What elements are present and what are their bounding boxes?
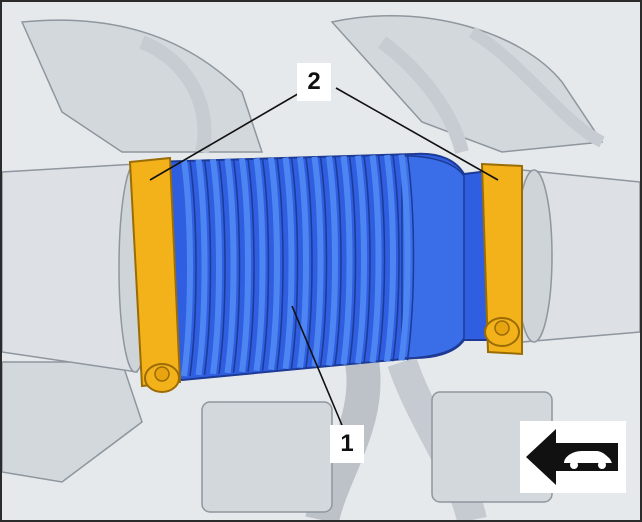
hose-rib-shadow — [363, 155, 371, 364]
leader-line-clamp-right — [335, 87, 499, 181]
hose-rib — [224, 158, 237, 374]
hose-rib — [195, 159, 208, 376]
hose-rib-shadow — [290, 157, 299, 369]
hose-rib — [282, 157, 295, 370]
hose-rib-shadow — [261, 158, 270, 371]
hose-rib-shadow — [276, 157, 284, 370]
hose-clamp-left — [128, 156, 182, 393]
hose-rib — [398, 154, 411, 361]
hose-rib — [239, 158, 251, 373]
hose-rib-shadow — [232, 158, 241, 373]
hose-rib — [326, 156, 338, 366]
callout-clamps: 2 — [297, 63, 331, 101]
hose-rib — [355, 155, 367, 364]
hose-clamp-right — [480, 162, 523, 356]
hose-rib — [181, 159, 193, 377]
intake-hose — [151, 152, 498, 382]
leader-line-hose — [291, 305, 345, 431]
hose-rib-shadow — [348, 156, 357, 365]
hose-rib — [210, 158, 222, 375]
leader-line-clamp-left — [149, 87, 309, 181]
hose-rib-shadow — [189, 159, 197, 377]
hose-rib-shadow — [334, 156, 342, 366]
intake-pipe-left — [2, 163, 152, 373]
hose-rib-shadow — [218, 159, 226, 374]
hose-rib — [253, 157, 266, 372]
car-front-arrow-icon — [520, 421, 626, 493]
callout-hose: 1 — [330, 425, 364, 463]
hose-rib — [268, 157, 280, 371]
hose-rib — [340, 155, 353, 365]
hose-rib-shadow — [406, 154, 415, 361]
hose-rib — [369, 155, 382, 363]
hose-rib — [384, 154, 396, 362]
hose-rib-shadow — [247, 158, 255, 372]
hose-rib-shadow — [377, 155, 386, 363]
hose-rib-shadow — [319, 156, 328, 367]
hose-rib — [297, 156, 309, 368]
leader-lines — [149, 87, 499, 431]
hose-rib — [311, 156, 324, 367]
hose-rib-shadow — [203, 159, 212, 376]
intake-pipe-right — [515, 169, 640, 343]
hose-rib-shadow — [392, 155, 400, 362]
